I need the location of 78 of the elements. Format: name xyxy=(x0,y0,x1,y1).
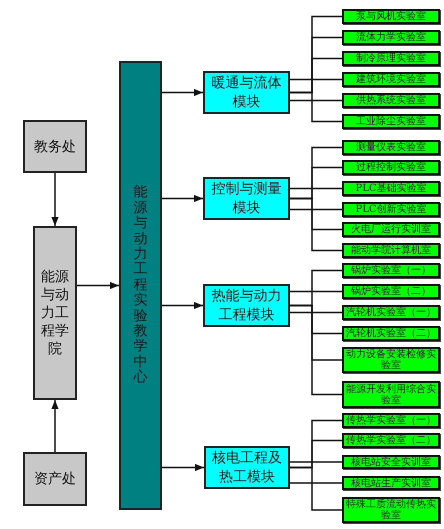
node-label: 特殊工质流动传热实验室 xyxy=(345,499,437,521)
connector-line xyxy=(290,92,342,122)
connector-line xyxy=(290,198,342,252)
node-label: 过程控制实验室 xyxy=(356,162,426,173)
lab-box xyxy=(342,222,440,237)
node-label: 泵与风机实验室 xyxy=(356,11,426,22)
node-label: 能动学院计算机室 xyxy=(351,245,431,256)
connector-line xyxy=(290,312,342,314)
arrow xyxy=(162,464,204,472)
node-label: 锅炉实验室（二） xyxy=(351,286,431,297)
arrow xyxy=(162,194,203,202)
lab-box xyxy=(342,160,440,175)
module-box xyxy=(203,71,290,114)
arrow xyxy=(77,282,119,290)
connector-line xyxy=(290,290,342,292)
lab-box xyxy=(342,263,440,278)
node-label: 资产处 xyxy=(34,470,76,488)
node-label: 建筑环境实验室 xyxy=(356,74,426,85)
arrow xyxy=(51,173,59,226)
node-label: 传热学实验室（二） xyxy=(346,435,436,446)
lab-box xyxy=(342,243,440,258)
node-label: 热能与动力工程模块 xyxy=(210,287,282,324)
node-label: 动力设备安装检修实验室 xyxy=(345,349,437,371)
module-box xyxy=(203,177,290,220)
connector-line xyxy=(290,188,342,190)
connector-line xyxy=(290,466,342,511)
connector-line xyxy=(290,100,342,102)
node-label: 汽轮机实验室（一） xyxy=(346,307,436,318)
node-label: 核电工程及热工模块 xyxy=(211,449,283,486)
lab-box xyxy=(342,72,440,87)
node-label: 能源与动力工程学院 xyxy=(41,268,69,358)
lab-box xyxy=(342,305,440,320)
node-label: PLC基础实验室 xyxy=(355,183,427,194)
lab-box xyxy=(342,93,440,108)
lab-box xyxy=(342,284,440,299)
node-label: 暖通与流体模块 xyxy=(210,74,282,111)
lab-box xyxy=(342,202,440,217)
lab-box xyxy=(342,455,440,469)
lab-box xyxy=(342,114,440,129)
node-label: 教务处 xyxy=(34,138,76,156)
node-label: 能源开发利用综合实验室 xyxy=(345,384,437,406)
office-box xyxy=(23,452,87,506)
connector-line xyxy=(290,208,342,210)
connector-line xyxy=(290,304,342,396)
lab-box xyxy=(342,30,440,45)
office-box xyxy=(23,120,87,173)
arrow xyxy=(162,88,203,96)
lab-box xyxy=(342,9,440,24)
arrow xyxy=(162,302,203,310)
node-label: 核电站安全实训室 xyxy=(351,456,431,468)
lab-box xyxy=(342,181,440,196)
connector-line xyxy=(290,78,342,80)
node-label: 流体力学实验室 xyxy=(356,32,426,43)
node-label: 核电站生产实训室 xyxy=(351,478,431,488)
node-label: 供热系统实验室 xyxy=(356,95,426,106)
node-label: 控制与测量模块 xyxy=(210,180,282,217)
office-box xyxy=(33,226,77,400)
module-box xyxy=(204,446,290,489)
arrow xyxy=(51,400,59,452)
lab-box xyxy=(342,326,440,341)
connector-line xyxy=(290,482,342,484)
node-label: 锅炉实验室（一） xyxy=(351,265,431,276)
lab-box xyxy=(342,51,440,66)
node-label: 传热学实验室（一） xyxy=(346,415,436,426)
connector-line xyxy=(290,461,342,463)
lab-box xyxy=(342,140,440,155)
node-label: 制冷原理实验室 xyxy=(356,53,426,64)
lab-box xyxy=(342,476,440,490)
module-box xyxy=(203,284,290,327)
lab-box xyxy=(342,433,440,448)
node-label: 测量仪表实验室 xyxy=(356,142,426,153)
lab-box xyxy=(342,413,440,428)
node-label: 工业除尘实验室 xyxy=(356,116,426,127)
node-label: 火电厂运行实训室 xyxy=(351,224,431,235)
node-label: 能源与动力工程实验教学中心 xyxy=(134,185,148,386)
node-label: 汽轮机实验室（二） xyxy=(346,328,436,339)
node-label: PLC创新实验室 xyxy=(355,204,427,215)
center-bar xyxy=(119,61,162,510)
